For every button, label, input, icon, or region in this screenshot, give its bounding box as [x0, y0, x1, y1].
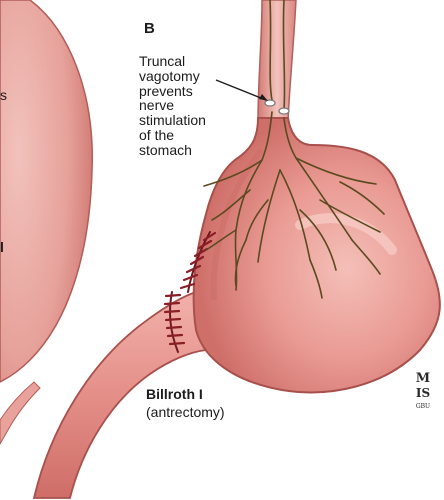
svg-text:M: M	[416, 371, 430, 386]
panel-letter: B	[144, 20, 155, 37]
left-panel-stomach	[0, 0, 92, 382]
left-panel-duodenum	[0, 382, 40, 444]
procedure-name: Billroth I	[146, 386, 203, 402]
procedure-subtitle: (antrectomy)	[146, 404, 225, 420]
left-cut-text: s	[0, 88, 7, 103]
publisher-logo: M IS GBU	[410, 368, 436, 412]
left-cut-text-bold: l	[0, 240, 4, 255]
svg-text:GBU: GBU	[416, 403, 430, 410]
svg-text:IS: IS	[416, 386, 430, 400]
vagotomy-description: Truncal vagotomy prevents nerve stimulat…	[139, 54, 206, 158]
stomach-body	[194, 118, 440, 392]
